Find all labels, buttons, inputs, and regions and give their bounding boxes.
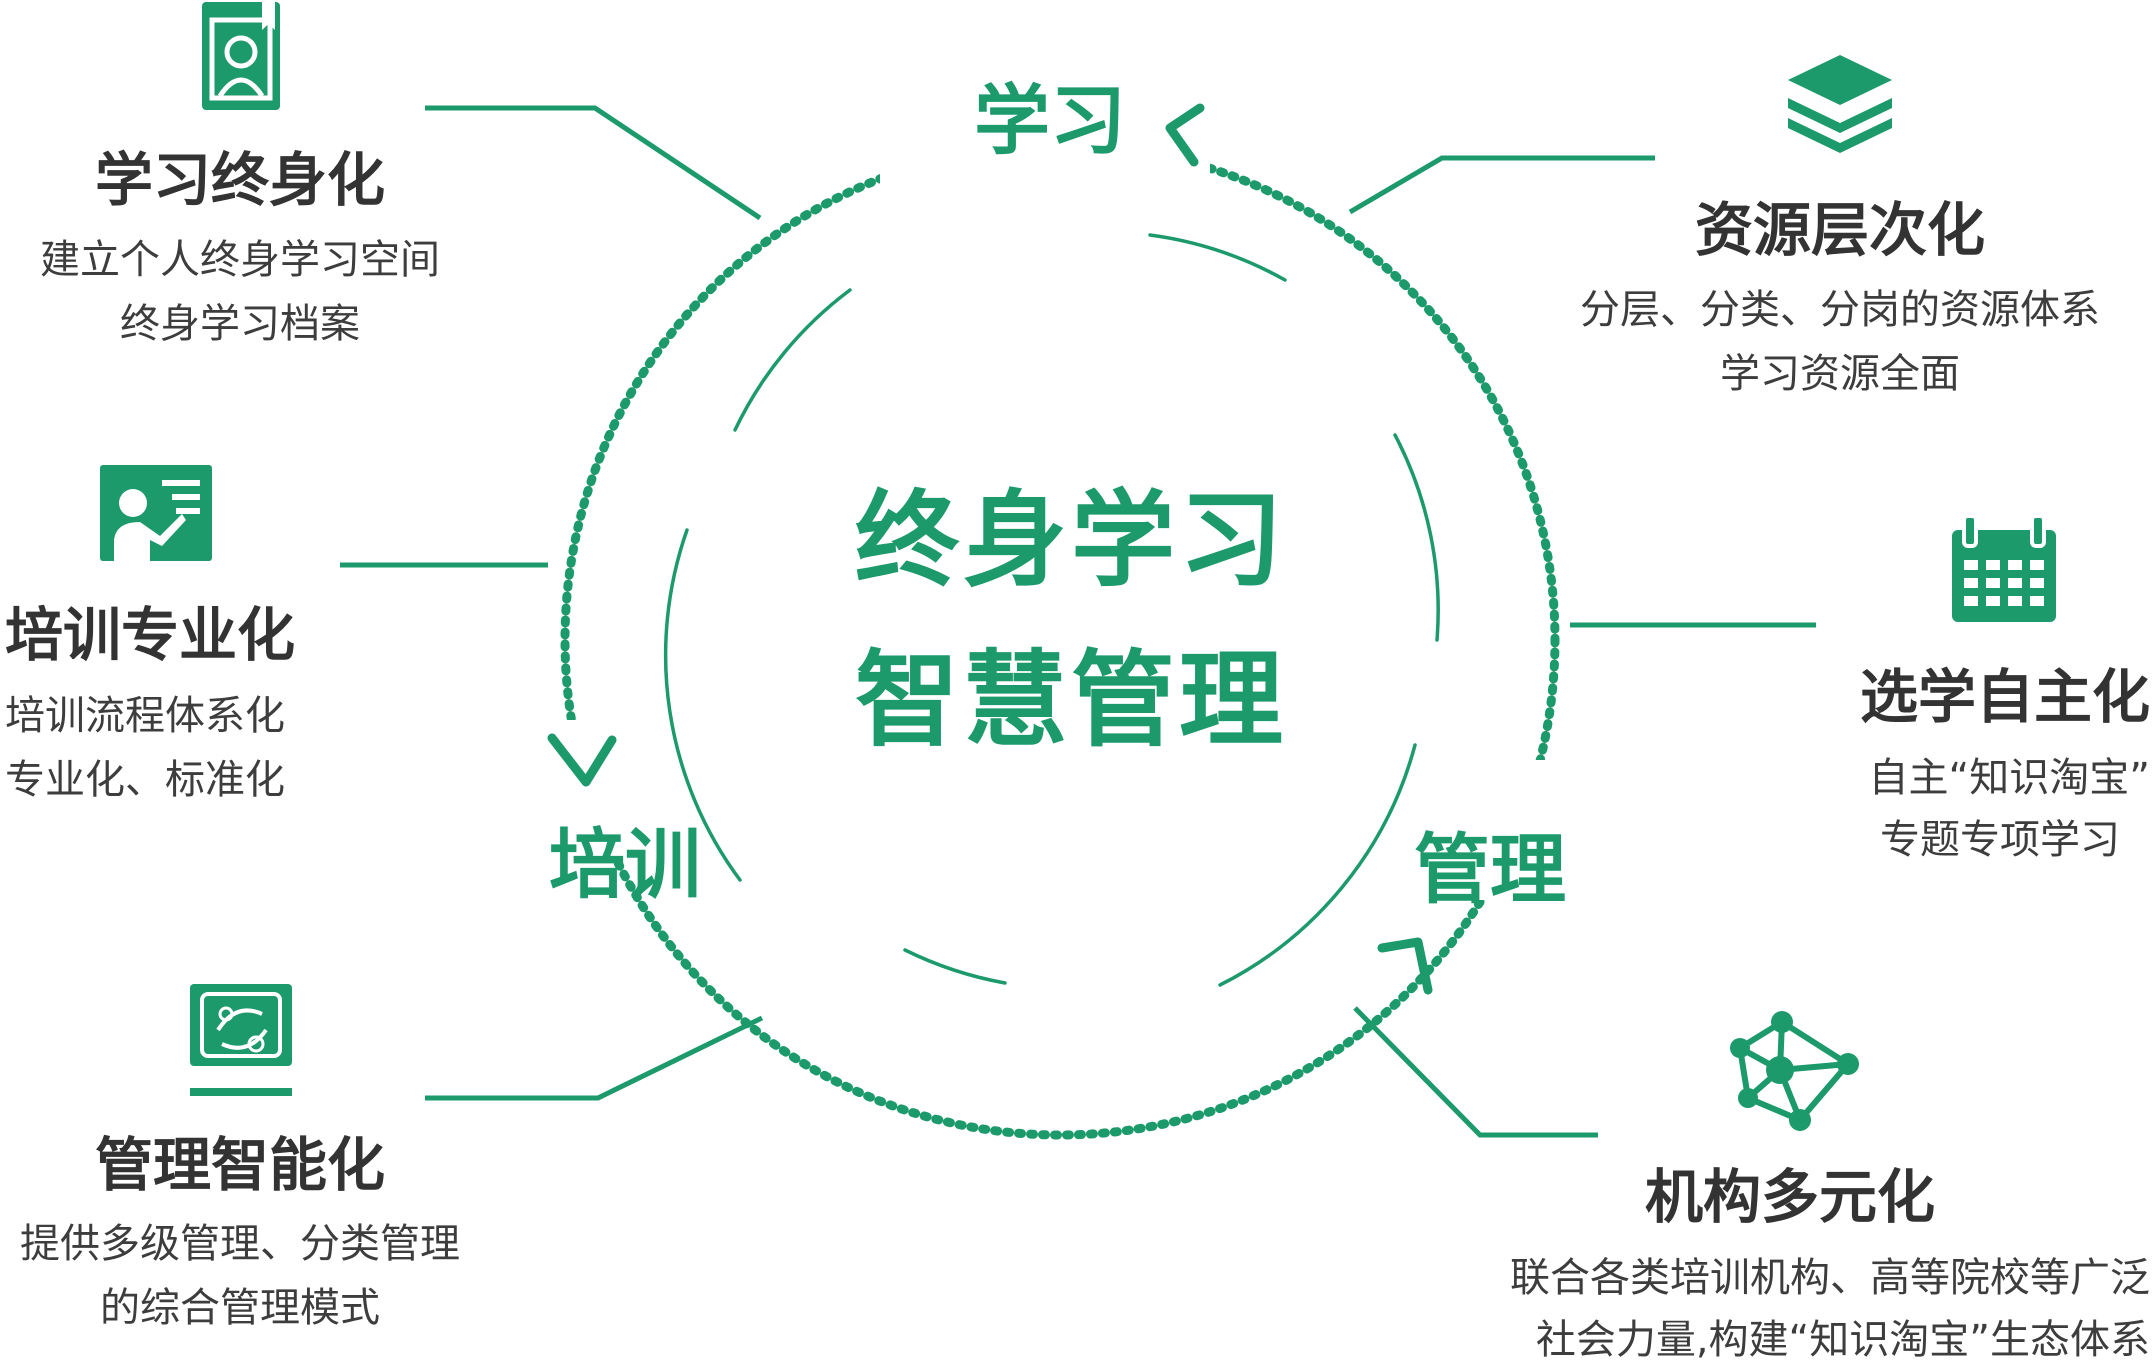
card-title-selection: 选学自主化 [1859, 663, 2150, 731]
layers-stack-icon [1788, 55, 1892, 153]
card-title-management: 管理智能化 [94, 1131, 385, 1199]
connector-resources [1348, 155, 1655, 215]
cycle-label-manage: 管理 [1414, 825, 1566, 914]
bookmark-user-icon [202, 2, 280, 110]
card-desc-management-2: 的综合管理模式 [100, 1285, 380, 1331]
connector-lines [340, 105, 1816, 1138]
cycle-label-train: 培训 [549, 820, 701, 909]
card-desc-management-1: 提供多级管理、分类管理 [20, 1221, 460, 1267]
presentation-board-icon [100, 465, 212, 561]
calendar-icon [1952, 514, 2056, 622]
card-desc-training-2: 专业化、标准化 [5, 757, 285, 803]
card-desc-lifelong-1: 建立个人终身学习空间 [40, 237, 440, 283]
arrowhead-left [547, 733, 617, 787]
card-desc-lifelong-2: 终身学习档案 [120, 301, 360, 347]
inner-ring [663, 233, 1440, 987]
card-title-lifelong: 学习终身化 [94, 146, 385, 214]
card-desc-institutions-2: 社会力量,构建“知识淘宝”生态体系 [1535, 1317, 2150, 1363]
card-desc-selection-1: 自主“知识淘宝” [1868, 755, 2150, 801]
card-desc-resources-2: 学习资源全面 [1720, 351, 1960, 397]
monitor-cycle-icon [190, 984, 292, 1096]
connector-management [425, 1015, 764, 1101]
card-title-institutions: 机构多元化 [1644, 1163, 1935, 1231]
card-title-resources: 资源层次化 [1694, 196, 1985, 264]
card-desc-institutions-1: 联合各类培训机构、高等院校等广泛 [1510, 1255, 2150, 1301]
connector-institutions [1353, 1006, 1598, 1138]
arrowhead-top [1165, 103, 1205, 167]
network-nodes-icon [1730, 1011, 1859, 1131]
card-desc-selection-2: 专题专项学习 [1880, 817, 2120, 863]
cycle-label-learn: 学习 [974, 76, 1126, 165]
card-title-training: 培训专业化 [5, 601, 296, 669]
card-desc-resources-1: 分层、分类、分岗的资源体系 [1580, 287, 2100, 333]
center-title-line2: 智慧管理 [855, 639, 1288, 761]
card-desc-training-1: 培训流程体系化 [5, 693, 285, 739]
arrowhead-right [1377, 937, 1433, 995]
center-title-line1: 终身学习 [855, 479, 1288, 601]
connector-lifelong [425, 105, 762, 221]
